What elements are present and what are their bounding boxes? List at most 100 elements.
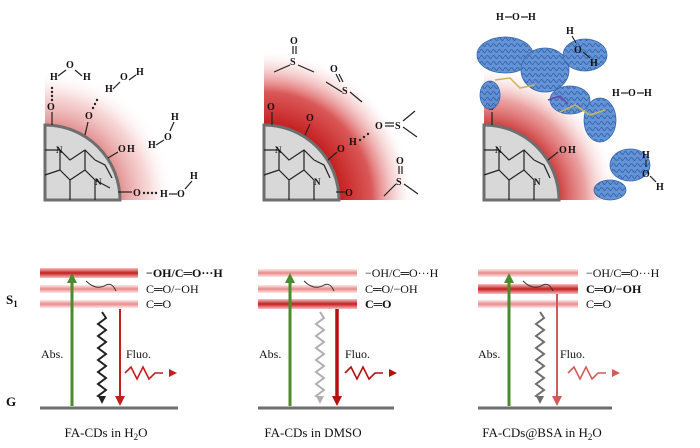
energy-level-band [478, 300, 578, 308]
svg-text:H: H [612, 88, 620, 99]
nitrogen-label: N [534, 177, 541, 187]
svg-text:H: H [190, 171, 198, 182]
hydroxyl-label: H [568, 145, 576, 156]
caption-dmso: FA-CDs in DMSO [264, 425, 361, 440]
svg-text:H: H [566, 26, 574, 37]
svg-text:H: H [644, 88, 652, 99]
water-molecule: H O H [160, 171, 198, 200]
hydroxyl-label: H [127, 144, 135, 155]
photon-wave [344, 365, 383, 381]
nitrogen-label: N [56, 145, 63, 155]
s1-label: S1 [6, 292, 18, 309]
nitrogen-label: N [495, 145, 502, 155]
svg-text:H: H [105, 84, 113, 95]
oxygen-label: O [47, 102, 55, 113]
absorption-arrow-head [67, 273, 77, 283]
hydroxyl-label: O [118, 144, 126, 155]
nonradiative-decay [314, 311, 326, 399]
svg-text:H: H [148, 140, 156, 151]
ligand [494, 77, 606, 116]
energy-level-band [40, 285, 138, 293]
svg-text:H: H [50, 72, 58, 83]
svg-text:O: O [574, 45, 582, 56]
nonradiative-decay [534, 311, 546, 399]
svg-text:H: H [83, 72, 91, 83]
absorption-label: Abs. [478, 347, 500, 361]
energy-level-band [258, 299, 357, 309]
absorption-arrow-head [504, 273, 514, 283]
lattice-h2o [44, 149, 113, 200]
svg-text:H: H [642, 150, 650, 161]
fluorescence-arrow-head [552, 396, 562, 406]
nitrogen-label: N [314, 177, 321, 187]
h-bonds-h2o [50, 86, 158, 195]
caption-h2o: FA-CDs in H2O [65, 425, 148, 442]
water-molecule: H O H [642, 150, 664, 193]
svg-text:H: H [160, 189, 168, 200]
svg-text:S: S [395, 121, 401, 132]
photon-wave [567, 365, 606, 381]
energy-level-band [40, 268, 138, 278]
svg-text:O: O [642, 169, 650, 180]
relaxation-arrow [303, 280, 335, 292]
energy-level-label: C═O [365, 297, 392, 311]
water-molecule: H O H [50, 60, 91, 83]
fluorescence-label: Fluo. [126, 347, 151, 361]
fluorescence-arrow-head [115, 396, 125, 406]
svg-text:O: O [177, 189, 185, 200]
fluorescence-label: Fluo. [345, 347, 370, 361]
photon-arrow-head [169, 369, 177, 377]
dmso-molecule: S O [383, 156, 419, 197]
water-molecule: H O H [105, 67, 144, 95]
nonradiative-arrow-head [536, 396, 544, 404]
svg-text:O: O [375, 121, 383, 132]
svg-text:O: O [120, 72, 128, 83]
photon-arrow-head [389, 369, 397, 377]
energy-level-band [258, 269, 357, 277]
fluorescence-arrow-head [332, 396, 342, 406]
bsa-protein [476, 36, 651, 201]
oxygen-label: O [345, 188, 353, 199]
dmso-molecule: S O [273, 36, 315, 73]
energy-level-label: C═O/−OH [586, 282, 642, 296]
oxygen-label: O [306, 113, 314, 124]
energy-level-label: −OH/C═O···H [586, 266, 660, 280]
svg-text:H: H [136, 67, 144, 78]
scene-dmso: N N O O O H O S O S O [262, 36, 419, 202]
svg-text:S: S [342, 86, 348, 97]
svg-text:O: O [330, 64, 338, 75]
lattice-dmso [263, 149, 331, 200]
hydroxyl-label: O [337, 144, 345, 155]
svg-text:O: O [164, 132, 172, 143]
energy-level-band [40, 300, 138, 308]
svg-text:H: H [528, 12, 536, 23]
energy-diagram-bsa: −OH/C═O···H C═O/−OHC═O Abs. Fluo. [478, 266, 660, 410]
energy-level-label: C═O [146, 297, 172, 311]
svg-text:H: H [656, 182, 664, 193]
svg-text:S: S [396, 177, 402, 188]
absorption-label: Abs. [259, 347, 281, 361]
energy-level-label: C═O [586, 297, 612, 311]
svg-text:O: O [66, 60, 74, 71]
nonradiative-arrow-head [98, 396, 106, 404]
energy-level-label: −OH/C═O···H [365, 266, 439, 280]
absorption-label: Abs. [41, 347, 63, 361]
nitrogen-label: N [95, 177, 102, 187]
svg-text:S: S [290, 57, 296, 68]
water-molecule: H O H [612, 88, 652, 99]
carbon-core-dmso [262, 123, 341, 202]
energy-level-label: C═O/−OH [146, 282, 199, 296]
photon-arrow-head [612, 369, 620, 377]
fluorescence-label: Fluo. [560, 347, 585, 361]
oxygen-label: O [85, 111, 93, 122]
svg-text:O: O [512, 12, 520, 23]
oxygen-label: O [133, 188, 141, 199]
water-molecule: H O H [496, 12, 536, 23]
energy-level-band [478, 269, 578, 277]
svg-text:H: H [171, 112, 179, 123]
energy-level-band [258, 285, 357, 293]
dmso-molecule: S O [325, 64, 363, 103]
